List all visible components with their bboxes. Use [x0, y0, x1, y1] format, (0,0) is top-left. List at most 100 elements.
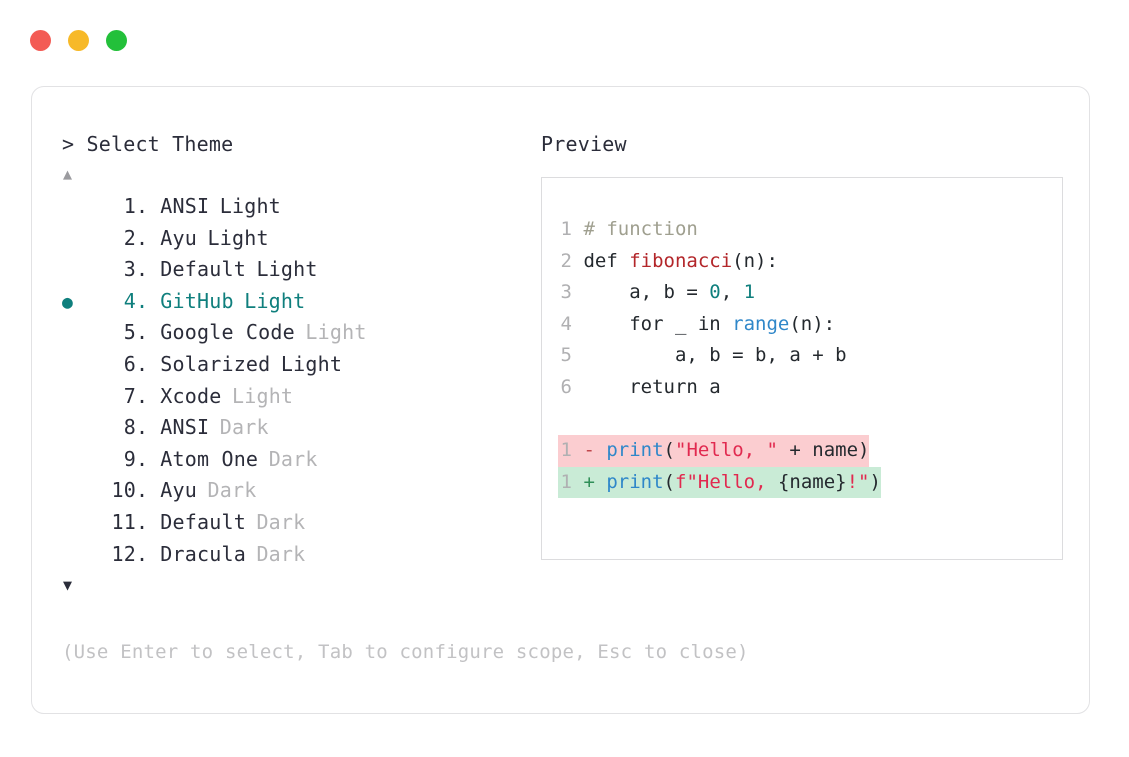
bullet-placeholder [62, 540, 90, 572]
code-line-content: 6 return a [558, 372, 721, 404]
theme-item-name: Ayu [160, 225, 197, 250]
theme-item-name: Ayu [160, 478, 197, 503]
code-token: !" [846, 470, 870, 493]
scroll-up-icon[interactable]: ▲ [63, 165, 73, 183]
theme-item-variant: Light [305, 320, 367, 345]
theme-item-name: Google Code [160, 320, 295, 345]
bullet-placeholder [62, 318, 90, 350]
code-line: 6 return a [542, 372, 1062, 404]
preview-title: Preview [541, 132, 627, 156]
theme-item-name: Default [160, 509, 246, 534]
code-line-number: 6 [560, 375, 572, 398]
theme-item-name: Atom One [160, 446, 259, 471]
code-token: print [606, 470, 664, 493]
code-line-content: 2 def fibonacci(n): [558, 246, 778, 278]
code-line-number: 1 [560, 470, 572, 493]
bullet-placeholder [62, 508, 90, 540]
code-token: ) [869, 470, 881, 493]
code-token: 1 [743, 281, 756, 304]
theme-item-index-dot: . [136, 320, 149, 345]
keyboard-hint: (Use Enter to select, Tab to configure s… [62, 641, 749, 663]
code-line-content: 4 for _ in range(n): [558, 309, 836, 341]
theme-item-index: 5 [123, 320, 136, 345]
code-line-number: 1 [560, 439, 572, 462]
code-token: range [732, 312, 790, 335]
page-title: > Select Theme [62, 132, 234, 156]
theme-item-index-dot: . [136, 478, 149, 503]
code-token [572, 250, 583, 272]
theme-item-name: Xcode [160, 383, 222, 408]
theme-item-index-dot: . [136, 541, 149, 566]
theme-item-index-dot: . [136, 509, 149, 534]
theme-item-index: 7 [123, 383, 136, 408]
theme-item-index: 4 [123, 288, 136, 313]
bullet-placeholder [62, 224, 90, 256]
bullet-placeholder [62, 445, 90, 477]
code-token: + name [777, 439, 859, 462]
theme-item-index: 9 [123, 446, 136, 471]
theme-item-index: 2 [123, 225, 136, 250]
theme-item-variant: Dark [256, 509, 306, 534]
code-token: def [583, 249, 630, 272]
code-line-number: 5 [560, 344, 572, 367]
code-line: 1 + print(f"Hello, {name}!") [542, 466, 1062, 499]
code-token: 0 [709, 281, 721, 304]
code-token [572, 439, 583, 461]
bullet-placeholder [62, 192, 90, 224]
theme-item-name: Default [160, 257, 246, 282]
code-token: , [720, 281, 744, 304]
theme-item-variant: Dark [268, 446, 318, 471]
code-token: return a [572, 375, 721, 398]
code-token: f"Hello, [675, 470, 778, 493]
code-line-content: 5 a, b = b, a + b [558, 340, 847, 372]
theme-item-variant: Light [280, 351, 343, 376]
code-line-number: 3 [560, 281, 572, 304]
theme-item-variant: Light [244, 288, 306, 313]
theme-list-item[interactable]: 5. Google Code Light [62, 317, 532, 349]
code-line: 3 a, b = 0, 1 [542, 277, 1062, 309]
bullet-placeholder [62, 413, 90, 445]
theme-item-variant: Light [256, 257, 318, 282]
code-token: - [583, 439, 607, 462]
bullet-placeholder [62, 382, 90, 414]
theme-item-variant: Light [207, 225, 269, 250]
scroll-down-icon[interactable]: ▼ [63, 576, 73, 595]
theme-item-name: ANSI [160, 415, 210, 440]
diff-removed-line: 1 - print("Hello, " + name) [558, 435, 870, 467]
theme-item-name: Dracula [160, 541, 246, 566]
window-minimize-dot[interactable] [68, 30, 89, 51]
code-token: fibonacci [629, 249, 733, 272]
window-close-dot[interactable] [30, 30, 51, 51]
theme-item-index: 12 [111, 541, 136, 566]
theme-item-index: 8 [123, 415, 136, 440]
code-token: print [606, 439, 664, 462]
theme-item-index-dot: . [136, 257, 149, 282]
theme-item-index-dot: . [136, 415, 149, 440]
code-token: "Hello, " [675, 439, 778, 462]
code-line-number: 2 [560, 249, 572, 272]
code-line-content: 3 a, b = 0, 1 [558, 277, 756, 309]
code-token [572, 218, 583, 240]
bullet-placeholder [62, 350, 90, 382]
theme-item-index-dot: . [136, 288, 149, 313]
selected-bullet-icon: ● [62, 291, 74, 313]
code-token [572, 471, 583, 493]
theme-item-index-dot: . [136, 194, 149, 218]
window-maximize-dot[interactable] [106, 30, 127, 51]
